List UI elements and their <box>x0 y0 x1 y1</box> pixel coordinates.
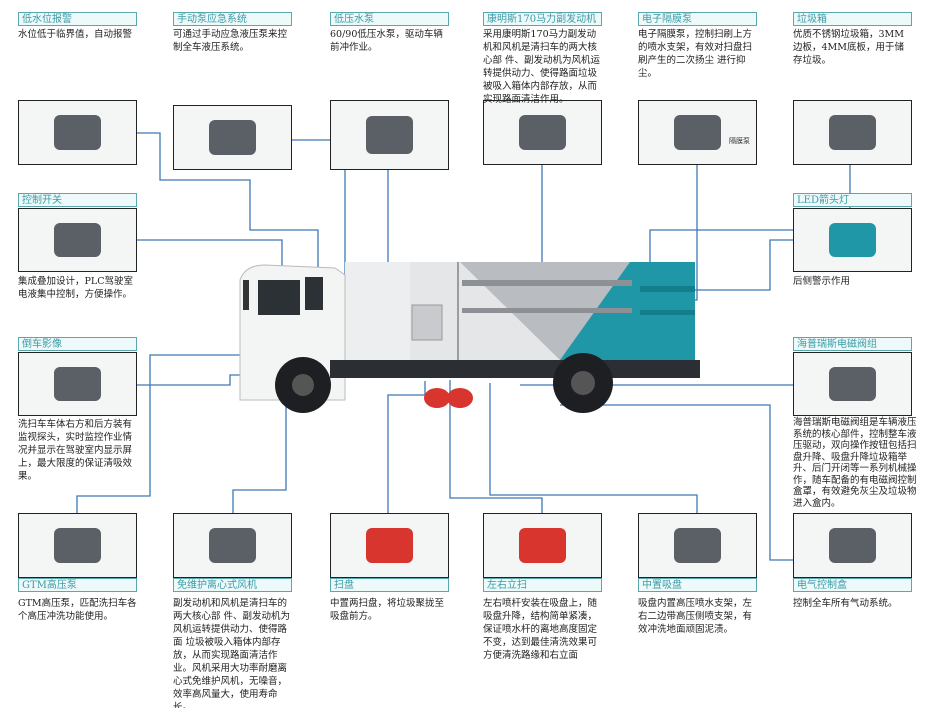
electric-box-description: 控制全车所有气动系统。 <box>793 598 898 609</box>
cummins-engine-image <box>483 100 602 165</box>
connector-line <box>76 354 243 513</box>
suction-disc-icon <box>674 527 721 564</box>
side-brush-image <box>483 513 602 578</box>
control-switch-image <box>18 208 137 272</box>
control-switch-label: 控制开关 <box>18 193 137 207</box>
diaphragm-pump-description: 电子隔膜泵，控制扫刷上方的喷水支架，有效对扫盘扫刷产生的二次扬尘 进行抑尘。 <box>638 29 753 79</box>
rear-wheel <box>553 353 613 413</box>
led-arrow-light-label: LED箭头灯 <box>793 193 912 207</box>
high-pressure-pump-icon <box>54 527 101 564</box>
low-water-alarm-image <box>18 100 137 165</box>
garbage-bin-label: 垃圾箱 <box>793 12 912 26</box>
sweep-disc-label: 扫盘 <box>330 578 449 592</box>
reverse-camera-description: 洗扫车车体右方和后方装有监视探头，实时监控作业情况并显示在驾驶室内显示屏上，最大… <box>18 419 133 482</box>
fan-description: 副发动机和风机是清扫车的两大核心部 件、副发动机为风机运转提供动力、使得路面 垃… <box>173 598 291 708</box>
side-brush-icon <box>519 527 566 564</box>
arrow-light-icon <box>829 222 876 258</box>
led-arrow-light-image <box>793 208 912 272</box>
connector-line <box>449 380 543 513</box>
fan-label: 免维护离心式风机 <box>173 578 292 592</box>
reverse-camera-label: 倒车影像 <box>18 337 137 351</box>
connector-line <box>685 239 793 291</box>
manual-pump-description: 可通过手动应急液压泵来控制全车液压系统。 <box>173 29 288 53</box>
fan-image <box>173 513 292 578</box>
sweep-brush-icon <box>366 527 413 564</box>
electric-box-image <box>793 513 912 578</box>
led-arrow-light-description: 后侧警示作用 <box>793 276 851 287</box>
garbage-bin-description: 优质不锈钢垃圾箱，3MM边板，4MM底板，用于储存垃圾。 <box>793 29 904 66</box>
manual-pump-label: 手动泵应急系统 <box>173 12 292 26</box>
solenoid-valve-label: 海普瑞斯电磁阀组 <box>793 337 912 351</box>
suction-disc-label: 中置吸盘 <box>638 578 757 592</box>
gtm-pump-description: GTM高压泵，匹配洗扫车各个高压冲洗功能使用。 <box>18 598 137 622</box>
low-water-alarm-description: 水位低于临界值，自动报警 <box>18 29 133 40</box>
reverse-camera-image <box>18 352 137 416</box>
low-pressure-pump-label: 低压水泵 <box>330 12 449 26</box>
truck-body <box>345 262 695 360</box>
gtm-pump-label: GTM高压泵 <box>18 578 137 592</box>
hand-pump-icon <box>209 119 256 156</box>
sweep-brushes <box>424 388 473 408</box>
connector-line <box>489 383 698 513</box>
suction-disc-description: 吸盘内置高压喷水支架，左右二边带高压侧喷支架，有效冲洗地面顽固泥渍。 <box>638 598 753 635</box>
side-brush-label: 左右立扫 <box>483 578 602 592</box>
image-caption: 隔膜泵 <box>729 137 750 145</box>
control-panel-icon <box>54 222 101 258</box>
garbage-bin-icon <box>829 114 876 151</box>
gtm-pump-image <box>18 513 137 578</box>
front-wheel <box>275 357 331 413</box>
suction-disc-image <box>638 513 757 578</box>
water-pump-icon <box>366 115 413 155</box>
side-brush-description: 左右喷杆安装在吸盘上，随吸盘升降，结构简单紧凑，保证喷水杆的离地高度固定不变，达… <box>483 598 598 661</box>
control-box-icon <box>829 527 876 564</box>
solenoid-valve-description: 海普瑞斯电磁阀组是车辆液压系统的核心部件，控制整车液压驱动，双向操作按钮包括扫盘… <box>793 417 917 509</box>
engine-icon <box>519 114 566 151</box>
diaphragm-pump-label: 电子隔膜泵 <box>638 12 757 26</box>
cummins-engine-label: 康明斯170马力副发动机 <box>483 12 602 26</box>
control-switch-description: 集成叠加设计，PLC驾驶室电液集中控制，方便操作。 <box>18 276 133 300</box>
connector-line <box>387 381 426 513</box>
sweep-disc-description: 中置两扫盘，将垃圾聚拢至吸盘前方。 <box>330 598 445 622</box>
low-pressure-pump-image <box>330 100 449 170</box>
diaphragm-pump-image: 隔膜泵 <box>638 100 757 165</box>
garbage-bin-image <box>793 100 912 165</box>
low-water-alarm-label: 低水位报警 <box>18 12 137 26</box>
connector-line <box>136 132 319 346</box>
electric-box-label: 电气控制盒 <box>793 578 912 592</box>
fan-icon <box>209 527 256 564</box>
water-level-sensor-icon <box>54 114 101 151</box>
solenoid-valve-image <box>793 352 912 416</box>
low-pressure-pump-description: 60/90低压水泵，驱动车辆前冲作业。 <box>330 29 443 53</box>
monitor-icon <box>54 366 101 402</box>
cummins-engine-description: 采用康明斯170马力副发动机和风机是清扫车的两大核心部 件、副发动机为风机运转提… <box>483 29 601 105</box>
truck-chassis <box>330 360 700 378</box>
manual-pump-image <box>173 105 292 170</box>
diaphragm-pump-icon <box>674 114 721 151</box>
valve-block-icon <box>829 366 876 402</box>
connector-line <box>232 374 287 513</box>
sweep-disc-image <box>330 513 449 578</box>
